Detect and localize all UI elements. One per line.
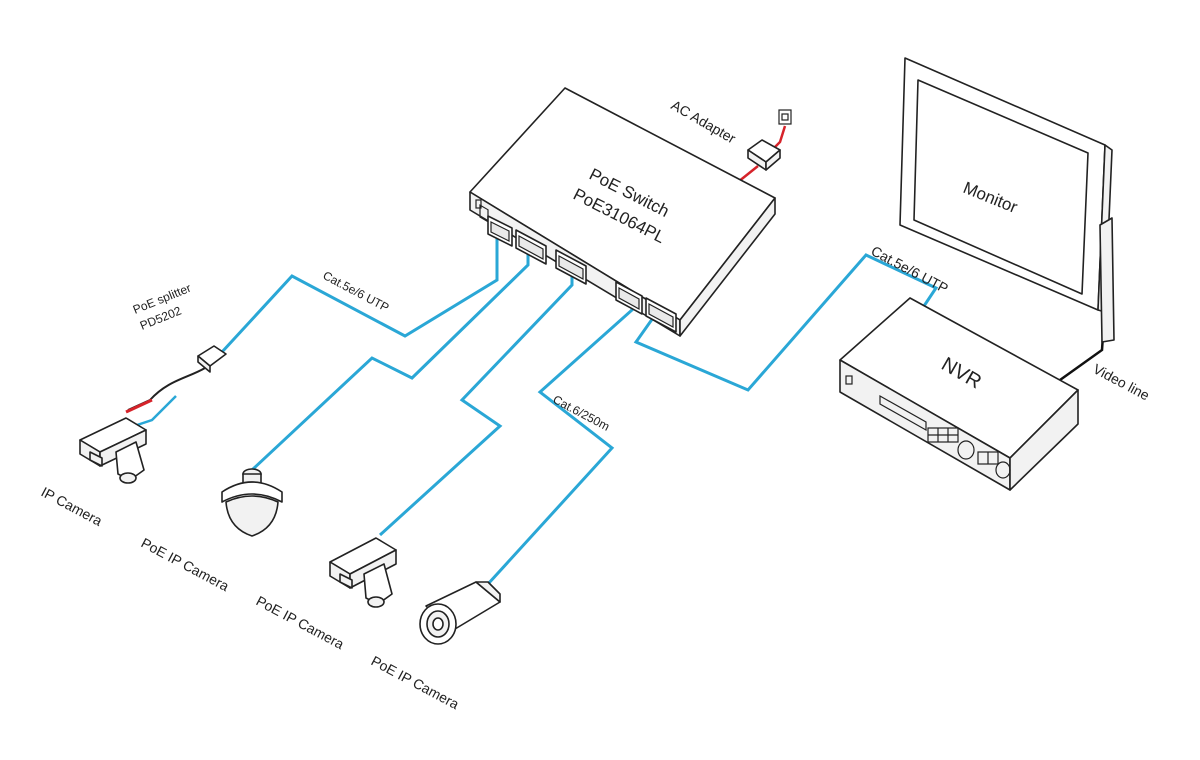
splitter-icon[interactable]: PoE splitter PD5202 [131,281,227,373]
cable-label-long: Cat.6/250m [551,392,612,433]
box-camera-2-icon[interactable] [329,537,397,608]
cable-splitter-power [127,367,206,411]
switch-port-4[interactable] [615,281,643,315]
box-camera-icon[interactable] [79,417,147,484]
camera-2-label: PoE IP Camera [139,535,232,595]
wall-outlet-icon [778,109,792,125]
nvr-button-grid-2[interactable] [977,451,999,465]
cable-nvr [633,253,939,392]
bullet-camera-icon[interactable] [419,581,501,645]
ac-adapter-label: AC Adapter [669,97,739,147]
nvr-power-button[interactable] [845,375,853,385]
cable-label-nvr: Cat.5e/6 UTP [869,243,951,297]
cable-ac-switch [737,165,759,183]
nvr-jog-dial[interactable] [957,440,975,460]
switch-power-led [475,199,482,209]
cable-splitter [220,232,499,354]
cable-label-splitter: Cat.5e/6 UTP [321,268,392,314]
cable-dome-camera [250,242,530,472]
poe-switch-icon[interactable]: PoE Switch PoE31064PL [469,87,776,337]
camera-3-label: PoE IP Camera [254,593,347,653]
nvr-button-grid[interactable] [927,427,959,443]
nvr-icon[interactable]: NVR [839,297,1079,491]
cable-box-camera [378,265,574,537]
dome-camera-icon[interactable] [221,468,283,537]
cable-label-video: Video line [1091,361,1153,404]
cable-camera-power [125,398,153,414]
switch-port-1[interactable] [487,215,513,247]
camera-1-label: IP Camera [39,484,106,530]
switch-port-2[interactable] [515,229,547,265]
outlet-socket [781,113,789,121]
cable-bullet-camera [486,298,634,586]
monitor-icon[interactable]: Monitor [899,57,1115,343]
nvr-knob[interactable] [995,461,1011,479]
switch-port-3[interactable] [555,249,587,285]
camera-4-label: PoE IP Camera [369,653,462,713]
nvr-disc-slot [879,394,927,432]
switch-port-5[interactable] [645,297,677,333]
